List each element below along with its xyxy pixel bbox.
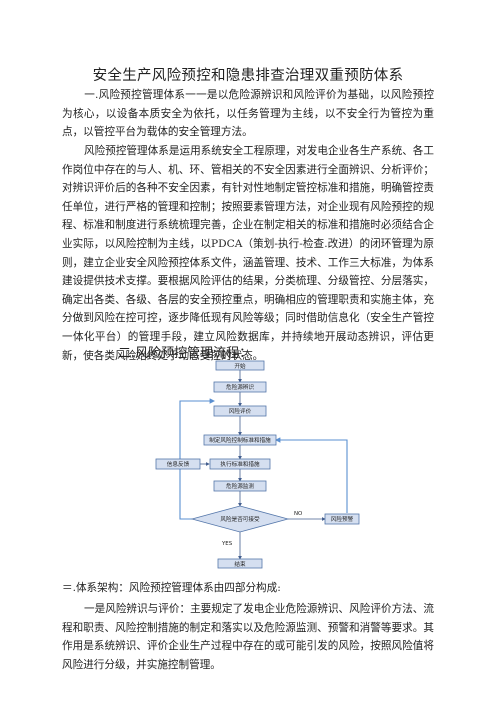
paragraph-3: 一是风险辨识与评价：主要规定了发电企业危险源辨识、风险评价方法、流程和职责、风险… <box>62 603 434 671</box>
node-execute-box <box>209 458 271 470</box>
node-start-box <box>215 360 265 371</box>
section-3-heading: ＝.体系架构：风险预控管理体系由四部分构成: <box>62 582 281 594</box>
paragraph-2: 风险预控管理体系是运用系统安全工程原理，对发电企业各生产系统、各工作岗位中存在的… <box>62 145 434 362</box>
node-start-label: 开始 <box>234 362 246 370</box>
node-warning-label: 风险预警 <box>331 515 354 523</box>
node-decision-label: 风险是否可接受 <box>220 515 260 523</box>
document-title: 安全生产风险预控和隐患排查治理双重预防体系 <box>92 68 404 84</box>
section-2-heading: 二.风险预控管理流程： <box>118 346 253 361</box>
paragraph-1: 一.风险预控管理体系一一是以危险源辨识和风险评价为基础，以风险预控为核心，以设备… <box>62 89 434 139</box>
label-yes: YES <box>221 541 233 547</box>
node-feedback-box <box>155 458 201 470</box>
node-assess-label: 风险评价 <box>229 407 252 415</box>
node-feedback-label: 信息反馈 <box>167 460 190 468</box>
node-end-box <box>217 558 263 569</box>
process-flowchart: 开始 危险源辨识 风险评价 制定风险控制标准和措施 执行标准和措施 危险源监测 … <box>155 360 360 569</box>
node-end-label: 结束 <box>234 560 246 568</box>
node-monitor-label: 危险源监测 <box>226 482 254 490</box>
flow-arrows <box>200 370 326 560</box>
node-measures-label: 制定风险控制标准和措施 <box>209 436 271 444</box>
node-identify-box <box>213 381 267 393</box>
node-monitor-box <box>213 480 267 492</box>
node-assess-box <box>213 405 267 417</box>
node-measures-box <box>203 434 277 446</box>
label-no: NO <box>294 511 302 517</box>
node-identify-label: 危险源辨识 <box>226 383 254 391</box>
node-execute-label: 执行标准和措施 <box>220 460 260 468</box>
node-decision-diamond <box>190 505 290 533</box>
node-warning-box <box>324 513 360 525</box>
